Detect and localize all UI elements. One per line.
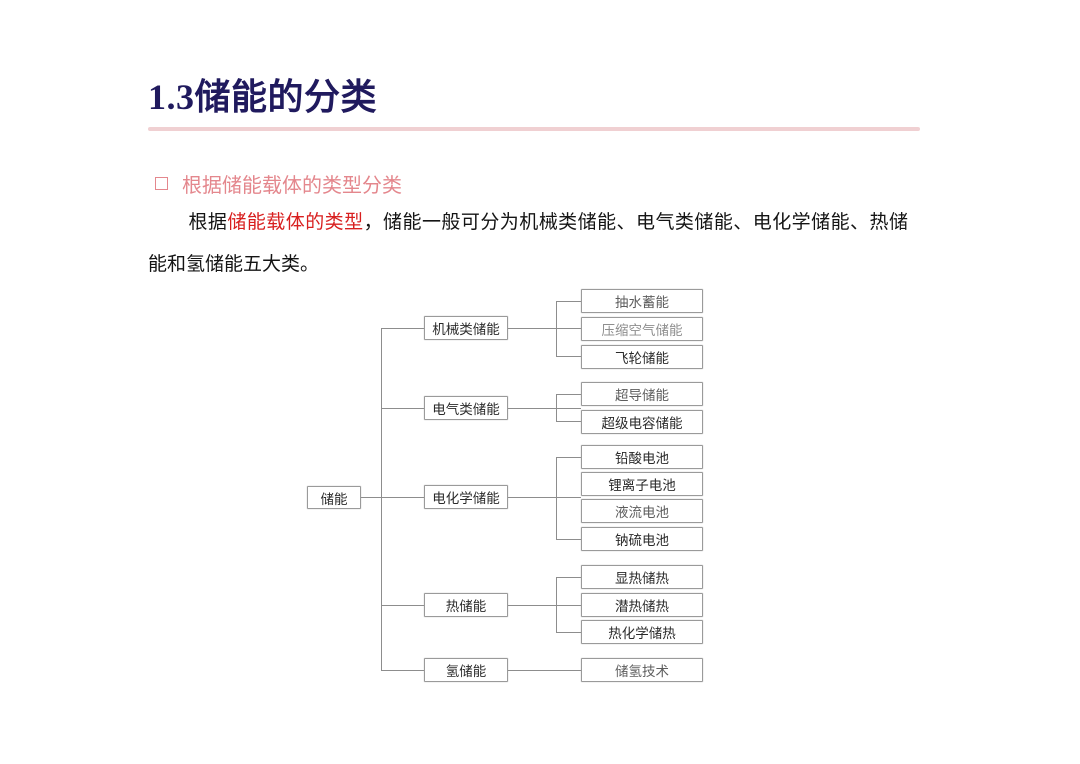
edge-trunk-vertical <box>381 328 382 671</box>
title-divider <box>148 127 920 131</box>
bullet-heading-label: 根据储能载体的类型分类 <box>182 175 402 197</box>
tree-leaf-3-3: 液流电池 <box>581 499 703 523</box>
edge-branch-4-out <box>508 605 581 606</box>
tree-leaf-1-3: 飞轮储能 <box>581 345 703 369</box>
edge-branch-5-out <box>508 670 581 671</box>
paragraph-highlight: 储能载体的类型 <box>227 212 364 233</box>
empty-square-bullet-icon <box>155 177 168 190</box>
edge-branch-3-leaf-1 <box>556 457 581 458</box>
tree-leaf-2-1: 超导储能 <box>581 382 703 406</box>
edge-branch-3-spine <box>556 457 557 539</box>
tree-node-branch-1: 机械类储能 <box>424 316 508 340</box>
edge-branch-2-leaf-1 <box>556 394 581 395</box>
tree-node-branch-5: 氢储能 <box>424 658 508 682</box>
body-paragraph: 根据储能载体的类型，储能一般可分为机械类储能、电气类储能、电化学储能、热储能和氢… <box>148 202 908 286</box>
edge-trunk-to-branch-1 <box>381 328 424 329</box>
tree-leaf-1-2: 压缩空气储能 <box>581 317 703 341</box>
tree-node-branch-3: 电化学储能 <box>424 485 508 509</box>
edge-branch-2-spine <box>556 394 557 422</box>
tree-node-root: 储能 <box>307 486 361 509</box>
edge-trunk-to-branch-5 <box>381 670 424 671</box>
edge-branch-3-out <box>508 497 581 498</box>
tree-leaf-3-1: 铅酸电池 <box>581 445 703 469</box>
edge-trunk-to-branch-4 <box>381 605 424 606</box>
edge-root-to-trunk <box>361 497 424 498</box>
edge-branch-4-leaf-3 <box>556 632 581 633</box>
edge-branch-1-leaf-3 <box>556 356 581 357</box>
edge-trunk-to-branch-2 <box>381 408 424 409</box>
tree-leaf-2-2: 超级电容储能 <box>581 410 703 434</box>
tree-leaf-1-1: 抽水蓄能 <box>581 289 703 313</box>
tree-leaf-3-2: 锂离子电池 <box>581 472 703 496</box>
edge-trunk-to-branch-3 <box>381 497 424 498</box>
paragraph-rest: ，储能一般可分为机械类储能、电气类储能、电化学储能、热储能和氢储能五大类。 <box>148 212 908 275</box>
tree-leaf-5-1: 储氢技术 <box>581 658 703 682</box>
tree-node-branch-4: 热储能 <box>424 593 508 617</box>
bullet-heading-row: 根据储能载体的类型分类 <box>155 169 402 198</box>
edge-branch-2-leaf-2 <box>556 421 581 422</box>
tree-node-branch-2: 电气类储能 <box>424 396 508 420</box>
tree-leaf-4-2: 潜热储热 <box>581 593 703 617</box>
edge-branch-3-leaf-4 <box>556 539 581 540</box>
edge-branch-1-leaf-1 <box>556 301 581 302</box>
edge-branch-1-out <box>508 328 581 329</box>
edge-branch-1-spine <box>556 301 557 356</box>
edge-branch-2-out <box>508 408 581 409</box>
tree-leaf-4-3: 热化学储热 <box>581 620 703 644</box>
paragraph-lead: 根据 <box>188 212 228 233</box>
edge-branch-4-spine <box>556 577 557 632</box>
tree-leaf-4-1: 显热储热 <box>581 565 703 589</box>
edge-branch-4-leaf-1 <box>556 577 581 578</box>
page-title: 1.3储能的分类 <box>148 77 378 117</box>
tree-leaf-3-4: 钠硫电池 <box>581 527 703 551</box>
